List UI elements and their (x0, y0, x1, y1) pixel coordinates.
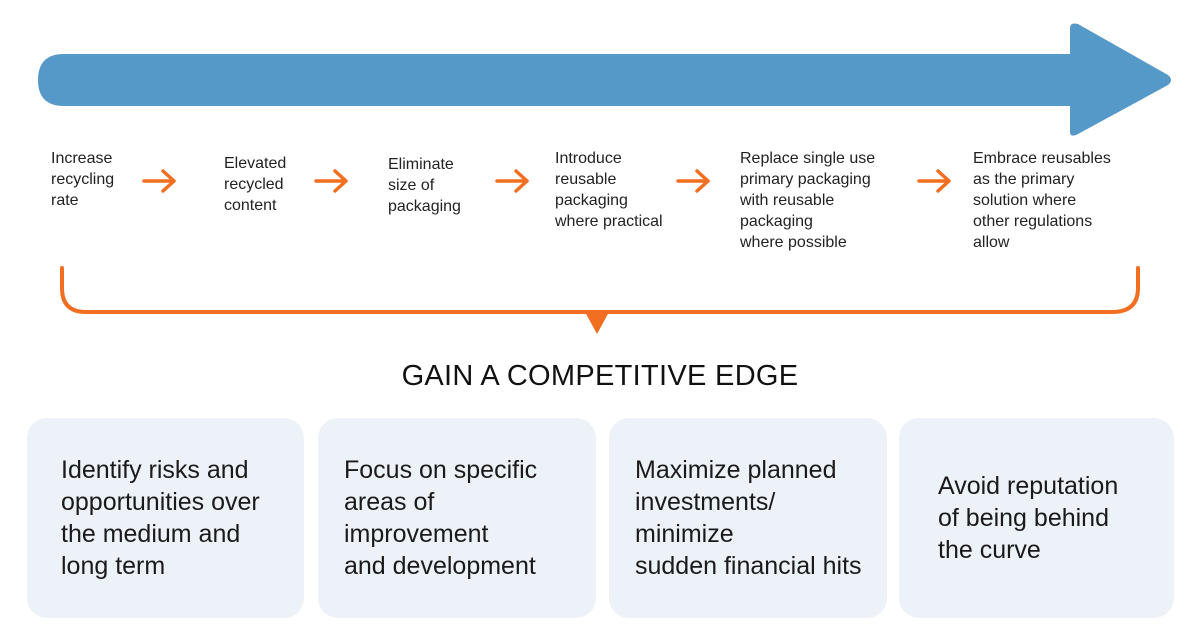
card-maximize-investments: Maximize planned investments/ minimize s… (609, 418, 887, 618)
card-text: Focus on specific areas of improvement a… (344, 456, 538, 580)
card-text: Identify risks and opportunities over th… (61, 456, 260, 580)
arrow-right-icon (917, 169, 951, 193)
card-text: Maximize planned investments/ minimize s… (635, 456, 862, 580)
arrow-right-icon (676, 169, 710, 193)
arrow-right-icon (314, 169, 348, 193)
card-text: Avoid reputation of being behind the cur… (938, 472, 1119, 564)
step-eliminate-size: Eliminate size of packaging (388, 156, 461, 215)
step-elevated-recycled: Elevated recycled content (224, 155, 287, 214)
arrow-right-icon (495, 169, 529, 193)
section-title: GAIN A COMPETITIVE EDGE (401, 360, 799, 392)
card-focus-areas: Focus on specific areas of improvement a… (318, 418, 596, 618)
summary-bracket (60, 266, 1140, 334)
card-avoid-reputation: Avoid reputation of being behind the cur… (899, 418, 1174, 618)
step-replace-single-use: Replace single use primary packaging wit… (740, 150, 876, 251)
card-identify-risks: Identify risks and opportunities over th… (27, 418, 304, 618)
step-increase-recycling: Increase recycling rate (51, 150, 115, 209)
arrow-right-icon (142, 169, 176, 193)
timeline-arrow (38, 23, 1171, 136)
step-introduce-reusable: Introduce reusable packaging where pract… (555, 150, 663, 230)
step-embrace-reusables: Embrace reusables as the primary solutio… (973, 150, 1111, 251)
